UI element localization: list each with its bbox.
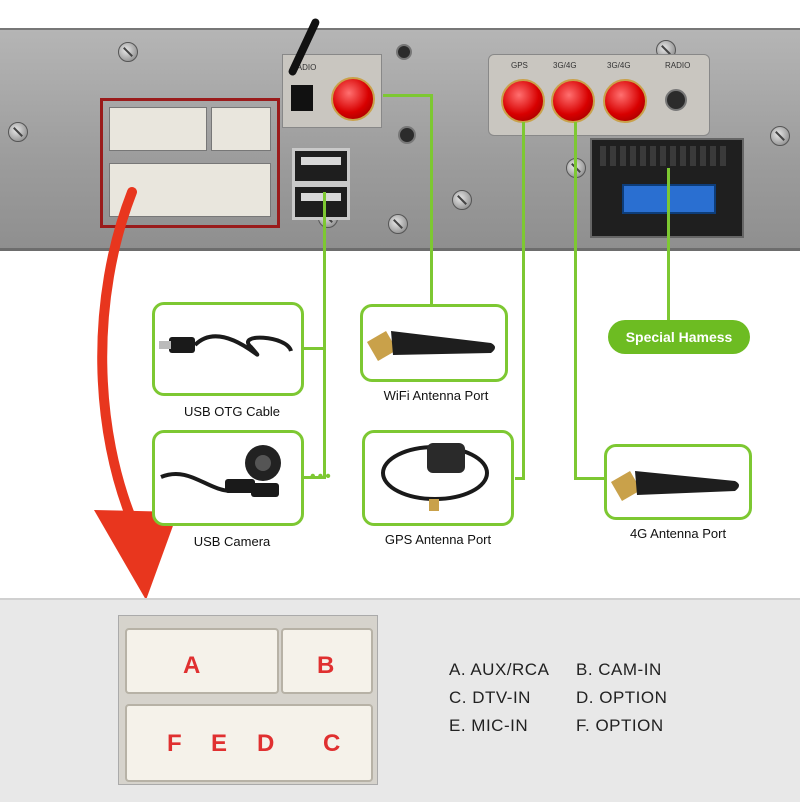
special-harness-label: Special Hamess bbox=[608, 320, 750, 354]
connector-b bbox=[211, 107, 271, 151]
usb-camera-card bbox=[152, 430, 304, 526]
lte-label: 4G Antenna Port bbox=[629, 526, 727, 541]
lte-antenna-card bbox=[604, 444, 752, 520]
radio-tag-2: RADIO bbox=[665, 61, 691, 70]
pin-letter-c: C bbox=[323, 730, 341, 757]
gps-antenna-icon bbox=[381, 443, 489, 511]
pin-block-cdef bbox=[125, 704, 373, 782]
usb-camera-vline bbox=[323, 350, 326, 478]
usb-camera-line bbox=[303, 476, 326, 479]
gps-label: GPS Antenna Port bbox=[384, 532, 492, 547]
gps-hline bbox=[515, 477, 525, 480]
usb-port-icon bbox=[292, 148, 350, 184]
screw-icon bbox=[770, 126, 790, 146]
usb-port-icon bbox=[292, 184, 350, 220]
mount-hole bbox=[396, 44, 412, 60]
connector-cdef bbox=[109, 163, 271, 217]
main-harness-frame bbox=[100, 98, 280, 228]
more-dots: ••• bbox=[310, 468, 333, 485]
usb-camera-icon bbox=[160, 445, 281, 497]
wifi-antenna-card bbox=[360, 304, 508, 382]
legend-c: C. DTV-IN bbox=[449, 688, 531, 707]
pin-letter-b: B bbox=[317, 652, 335, 679]
connector-closeup: A B F E D C bbox=[118, 615, 378, 785]
harness-pins bbox=[600, 146, 730, 166]
usb-otg-line bbox=[303, 347, 326, 350]
wifi-vline bbox=[430, 94, 433, 306]
usb-line bbox=[323, 192, 326, 350]
pin-letter-a: A bbox=[183, 652, 201, 679]
pin-block-b bbox=[281, 628, 373, 694]
lte-vline bbox=[574, 122, 577, 480]
radio-cable bbox=[291, 85, 313, 111]
legend-b: B. CAM-IN bbox=[576, 660, 662, 679]
usb-otg-cable-icon bbox=[159, 334, 293, 357]
legend-e: E. MIC-IN bbox=[449, 716, 529, 735]
lte-antenna-connector-icon bbox=[551, 79, 595, 123]
legend-f: F. OPTION bbox=[576, 716, 664, 735]
lte-antenna-connector-icon-2 bbox=[603, 79, 647, 123]
red-curved-arrow bbox=[94, 187, 178, 600]
pin-block-a bbox=[125, 628, 279, 694]
wifi-antenna-connector-icon bbox=[331, 77, 375, 121]
screw-icon bbox=[118, 42, 138, 62]
legend-a: A. AUX/RCA bbox=[449, 660, 550, 679]
wifi-antenna-icon bbox=[366, 330, 495, 362]
screw-icon bbox=[388, 214, 408, 234]
screw-icon bbox=[452, 190, 472, 210]
connector-a bbox=[109, 107, 207, 151]
usb-otg-label: USB OTG Cable bbox=[183, 404, 281, 419]
lte-antenna-icon bbox=[610, 470, 739, 502]
usb-camera-label: USB Camera bbox=[193, 534, 271, 549]
lte-tag-1: 3G/4G bbox=[553, 61, 577, 70]
gps-tag: GPS bbox=[511, 61, 528, 70]
gps-antenna-card bbox=[362, 430, 514, 526]
pin-letter-e: E bbox=[211, 730, 228, 757]
usb-otg-card bbox=[152, 302, 304, 396]
radio-tag: RADIO bbox=[291, 63, 317, 72]
wifi-label: WiFi Antenna Port bbox=[383, 388, 489, 403]
mount-hole bbox=[665, 89, 687, 111]
pin-letter-f: F bbox=[167, 730, 182, 757]
screw-icon bbox=[8, 122, 28, 142]
legend-d: D. OPTION bbox=[576, 688, 668, 707]
gps-vline bbox=[522, 122, 525, 480]
mount-hole bbox=[398, 126, 416, 144]
lte-tag-2: 3G/4G bbox=[607, 61, 631, 70]
lte-hline bbox=[574, 477, 606, 480]
wifi-hline bbox=[383, 94, 433, 97]
antenna-plate: GPS 3G/4G 3G/4G RADIO bbox=[488, 54, 710, 136]
head-unit-back-panel: RADIO GPS 3G/4G 3G/4G RADIO bbox=[0, 17, 800, 251]
gps-antenna-connector-icon bbox=[501, 79, 545, 123]
harness-vline bbox=[667, 168, 670, 322]
pin-letter-d: D bbox=[257, 730, 275, 757]
